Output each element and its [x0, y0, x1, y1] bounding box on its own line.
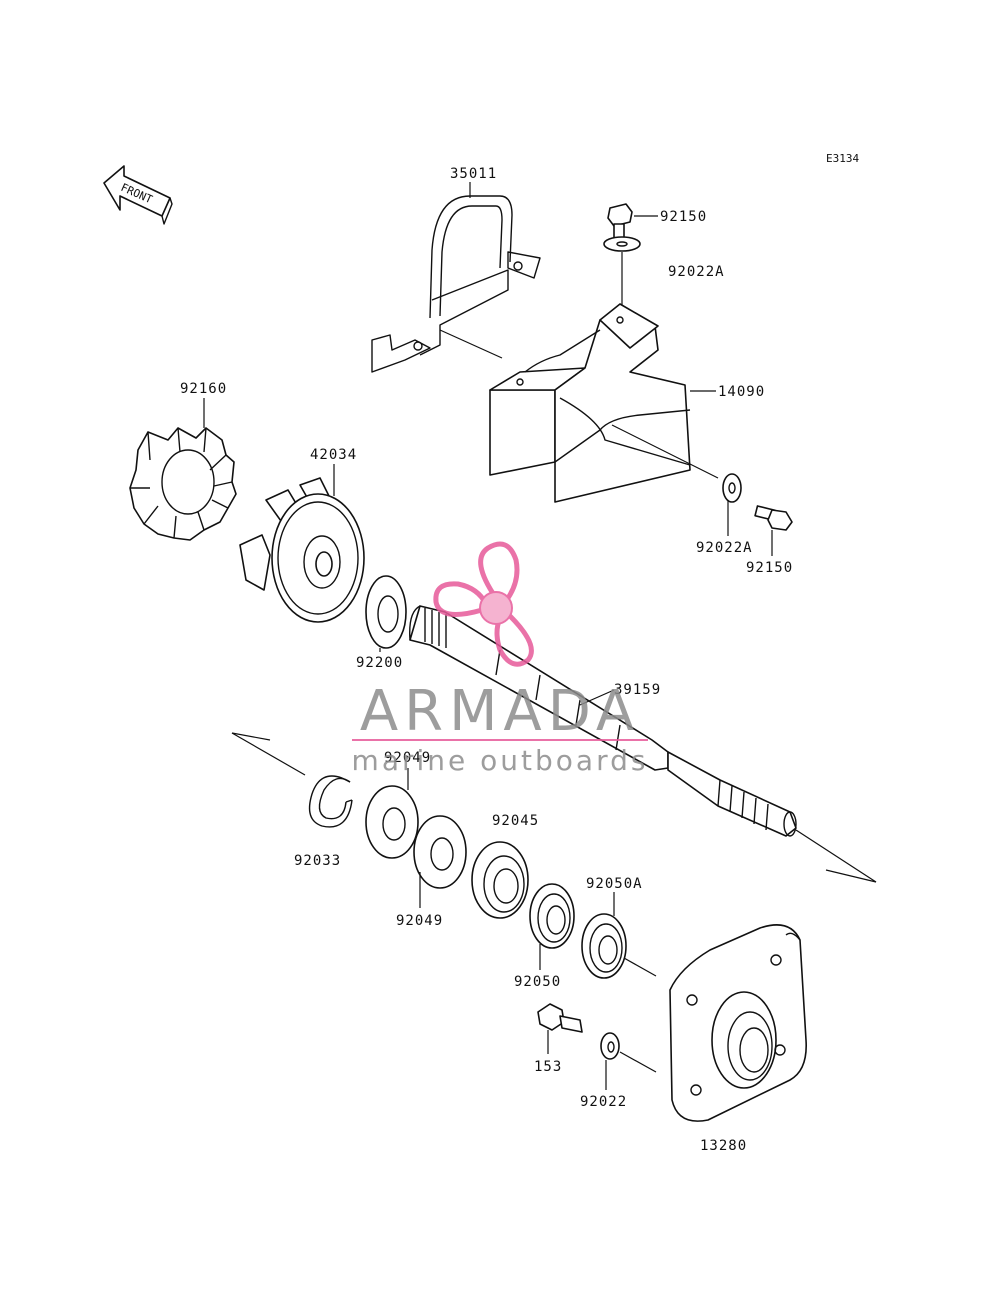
diagram-code: E3134	[826, 152, 859, 165]
seal-92050A	[581, 913, 657, 979]
label-92033: 92033	[294, 853, 341, 869]
label-92200: 92200	[356, 655, 403, 671]
bolt-153	[537, 1003, 583, 1033]
label-92160: 92160	[180, 381, 227, 397]
watermark-tagline: marine outboards	[352, 744, 649, 777]
washer-92049-top	[365, 785, 419, 859]
circlip-92033	[308, 775, 353, 828]
label-92022: 92022	[580, 1094, 627, 1110]
label-13280: 13280	[700, 1138, 747, 1154]
label-92022A-bottom: 92022A	[696, 540, 753, 556]
label-92050A: 92050A	[586, 876, 643, 892]
label-92049-bottom: 92049	[396, 913, 443, 929]
bearing-92045	[471, 841, 529, 919]
shaft-39159	[231, 605, 877, 883]
washer-92022	[600, 1032, 657, 1073]
label-153: 153	[534, 1059, 562, 1075]
label-42034: 42034	[310, 447, 357, 463]
housing-13280	[669, 924, 807, 1122]
label-35011: 35011	[450, 166, 497, 182]
washer-92022A-bottom	[722, 473, 742, 503]
bracket-35011	[371, 195, 541, 373]
propeller-logo-icon	[433, 541, 534, 667]
label-92150-top: 92150	[660, 209, 707, 225]
label-92150-bottom: 92150	[746, 560, 793, 576]
bolt-92150-bottom	[754, 505, 793, 531]
label-92049-top: 92049	[384, 750, 431, 766]
impeller-42034	[239, 477, 365, 623]
seal-92050	[529, 883, 575, 949]
watermark-brand: ARMADA	[360, 679, 640, 744]
damper-92160	[129, 427, 237, 541]
label-92045: 92045	[492, 813, 539, 829]
washer-92049-bottom	[413, 815, 467, 889]
bolt-92150-top	[607, 203, 633, 239]
label-39159: 39159	[614, 682, 661, 698]
label-14090: 14090	[718, 384, 765, 400]
cover-14090	[489, 303, 719, 503]
washer-92022A-top	[603, 236, 641, 252]
label-92022A-top: 92022A	[668, 264, 725, 280]
washer-92200	[365, 575, 407, 649]
watermark: ARMADA marine outboards	[352, 541, 649, 777]
front-arrow-icon: FRONT	[103, 165, 173, 225]
label-92050: 92050	[514, 974, 561, 990]
